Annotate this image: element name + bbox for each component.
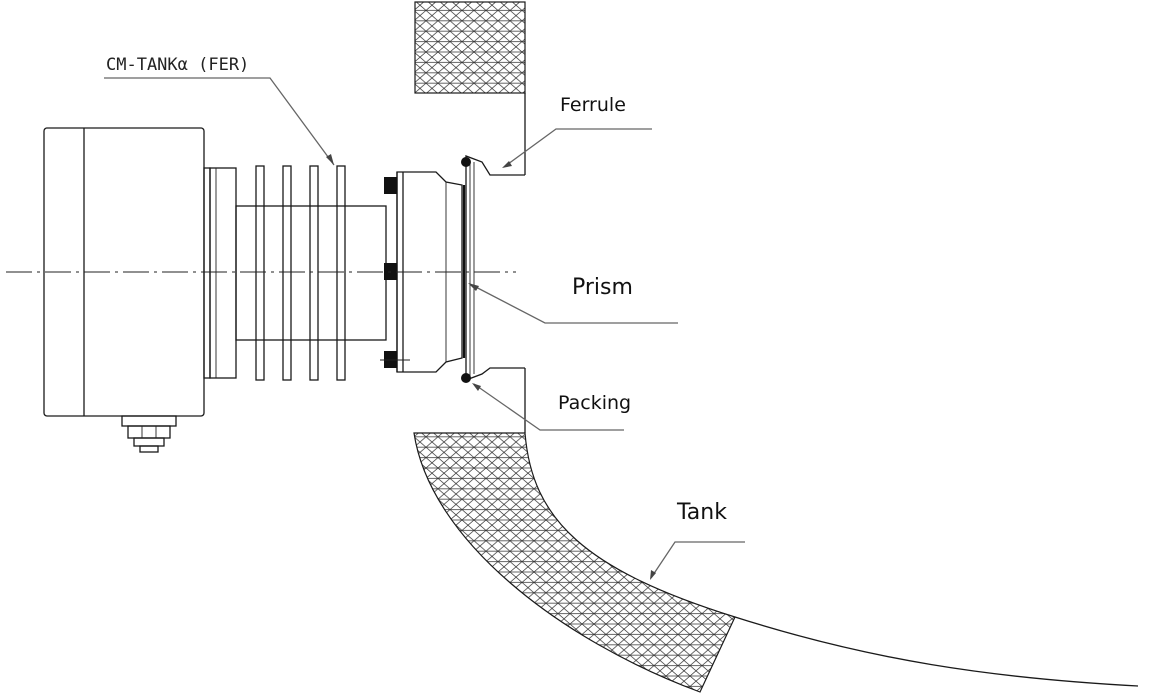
prism-label: Prism bbox=[572, 275, 633, 300]
cooling-fins bbox=[235, 165, 387, 381]
packing-leader-line bbox=[473, 383, 624, 431]
model-leader-line bbox=[104, 77, 335, 166]
cable-connector bbox=[121, 415, 177, 453]
packing-leader-arrow bbox=[472, 383, 481, 391]
housing-neck bbox=[203, 167, 237, 379]
prism-leader-arrow bbox=[468, 283, 479, 291]
prism-leader-line bbox=[469, 283, 678, 324]
ferrule bbox=[465, 155, 525, 381]
tank-leader-arrow bbox=[650, 570, 656, 580]
packing-label: Packing bbox=[558, 392, 631, 414]
tank-inner-outline bbox=[734, 616, 1139, 687]
model-leader-arrow bbox=[326, 154, 334, 165]
packing-ring-bottom bbox=[461, 373, 471, 383]
packing-ring-top bbox=[461, 157, 471, 167]
model-label: CM-TANKα (FER) bbox=[106, 55, 249, 75]
ferrule-leader-arrow bbox=[502, 161, 512, 168]
ferrule-leader-line bbox=[503, 128, 652, 168]
tank-wall-curved-section bbox=[413, 432, 736, 693]
tank-wall-top-section bbox=[414, 1, 526, 94]
tank-label: Tank bbox=[676, 500, 727, 525]
ferrule-label: Ferrule bbox=[560, 94, 626, 116]
tank-leader-line bbox=[650, 541, 745, 579]
